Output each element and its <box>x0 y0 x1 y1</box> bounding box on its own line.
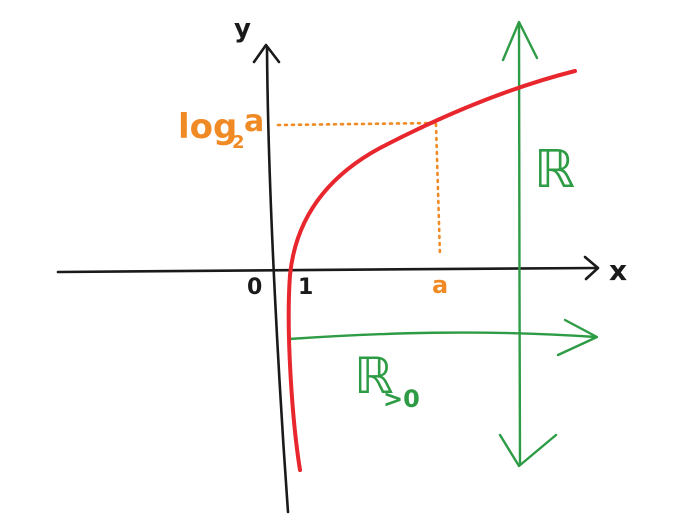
x-tick-one-label: 1 <box>298 275 313 300</box>
domain-set-symbol: ℝ <box>354 347 394 405</box>
x-axis <box>56 266 599 274</box>
x-tick-a-label: a <box>432 271 448 299</box>
guide-vertical <box>434 122 442 258</box>
y-value-base: 2 <box>232 132 245 153</box>
x-axis-label: x <box>609 254 627 287</box>
range-arrow-top-head <box>501 20 539 62</box>
domain-set-subscript: >0 <box>383 385 420 413</box>
range-arrow-bottom-head <box>498 433 558 468</box>
x-axis-arrowhead <box>583 255 600 281</box>
domain-arrow-head <box>556 318 599 357</box>
range-set-label: ℝ <box>534 140 575 200</box>
range-arrow-line <box>517 21 522 465</box>
y-value-label: log 2 a <box>178 104 264 153</box>
guide-horizontal <box>276 121 437 127</box>
y-value-log: log <box>178 107 237 147</box>
domain-set-label: ℝ >0 <box>354 347 420 413</box>
y-axis-label: y <box>234 14 251 44</box>
y-axis-arrowhead <box>252 43 281 64</box>
y-axis <box>265 45 290 514</box>
domain-arrow-line <box>287 331 598 341</box>
log-curve <box>286 69 577 472</box>
y-value-arg: a <box>244 104 264 139</box>
origin-label: 0 <box>247 275 262 300</box>
